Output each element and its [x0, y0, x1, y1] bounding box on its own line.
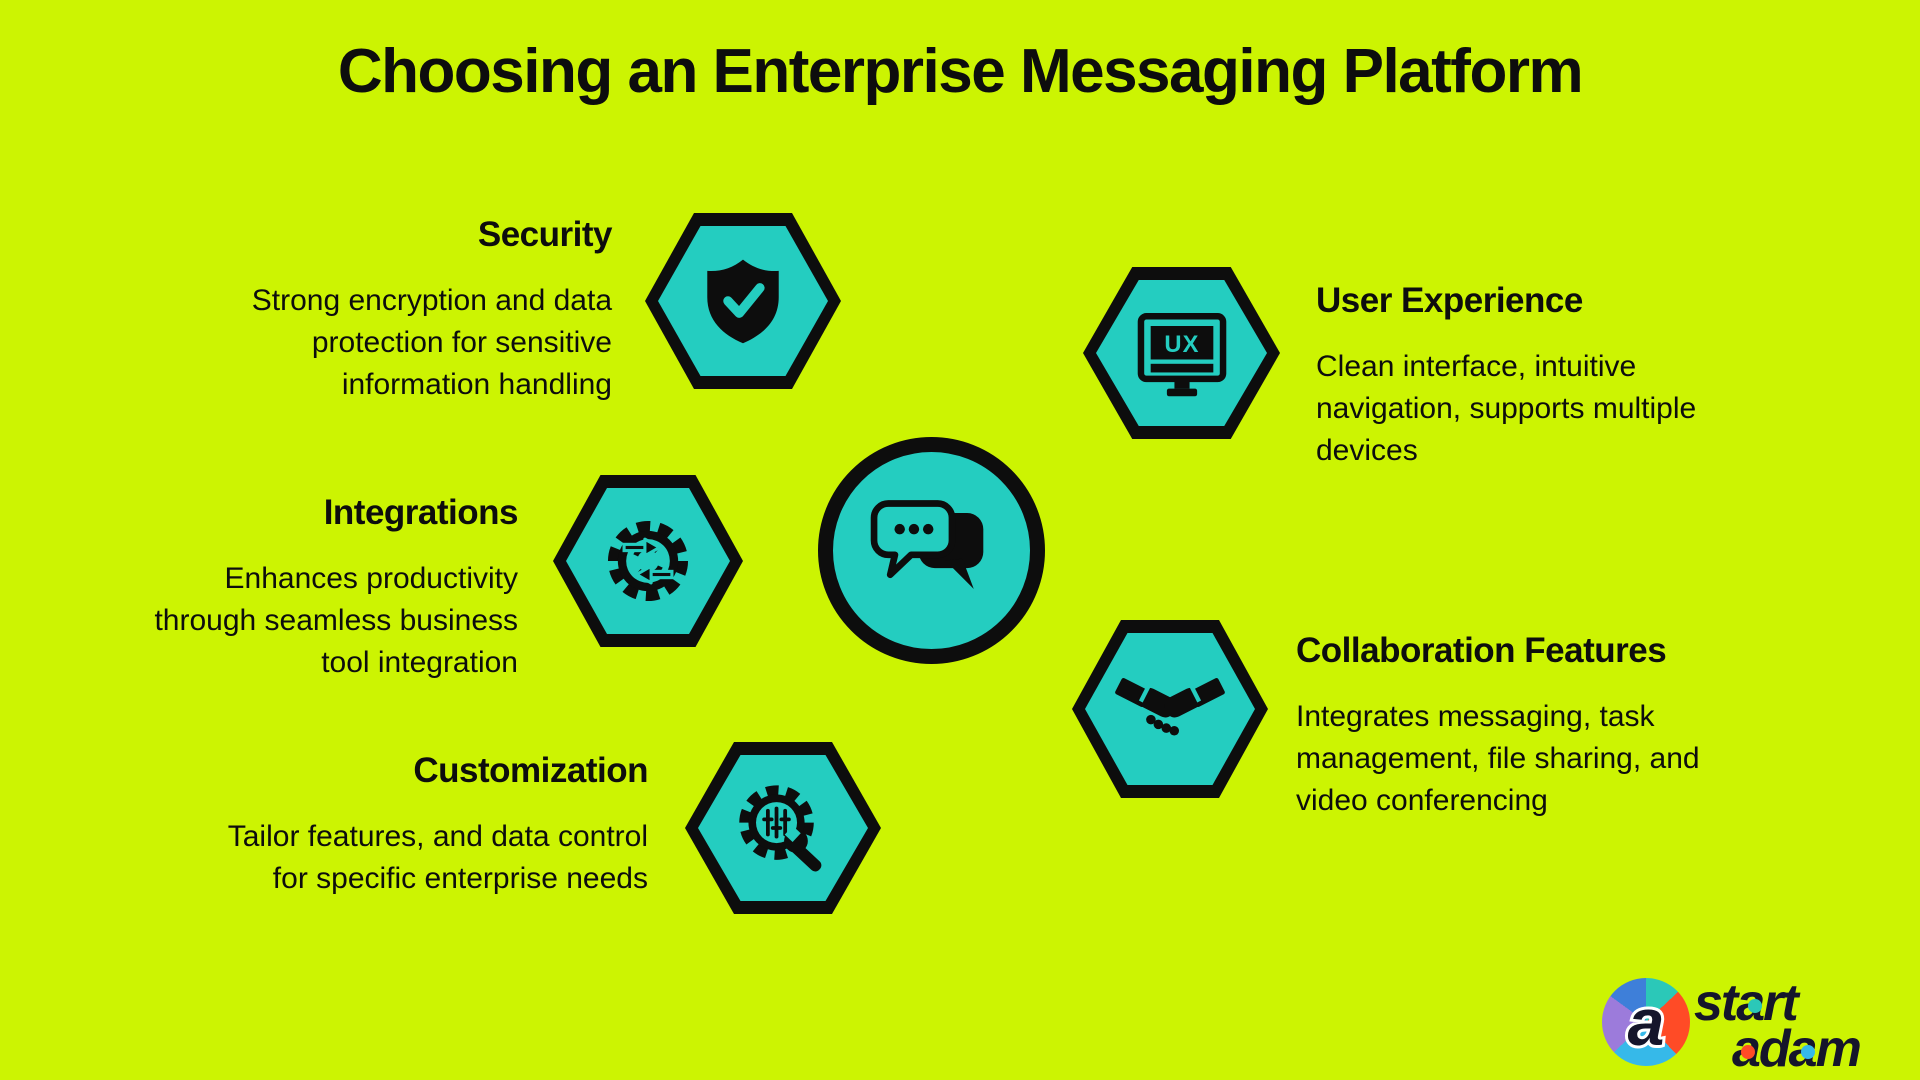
- security-description-line: information handling: [341, 368, 612, 401]
- color-wheel-icon: [1602, 978, 1690, 1066]
- integrations-hexagon: [553, 475, 743, 647]
- sync-gear-icon: [607, 520, 689, 602]
- user-experience-description: Clean interface, intuitive navigation, s…: [1316, 346, 1696, 472]
- wordmark-dot-teal: [1748, 999, 1762, 1013]
- collaboration-description: Integrates messaging, task management, f…: [1296, 696, 1700, 822]
- section-integrations: Integrations Enhances productivity throu…: [154, 492, 518, 684]
- user-experience-description-line: devices: [1316, 434, 1418, 467]
- integrations-description-line: Enhances productivity: [224, 562, 519, 595]
- integrations-description: Enhances productivity through seamless b…: [154, 558, 518, 684]
- security-description-line: protection for sensitive: [311, 326, 612, 359]
- section-user-experience: User Experience Clean interface, intuiti…: [1316, 280, 1696, 472]
- customization-title: Customization: [413, 751, 648, 790]
- section-collaboration: Collaboration Features Integrates messag…: [1296, 630, 1700, 822]
- page-title: Choosing an Enterprise Messaging Platfor…: [337, 37, 1584, 106]
- security-description-line: Strong encryption and data: [251, 284, 612, 317]
- startadam-wordmark-text: start adam: [1694, 974, 1863, 1078]
- customization-hexagon: [685, 742, 881, 914]
- integrations-description-line: through seamless business: [154, 604, 518, 637]
- collaboration-hexagon: [1072, 620, 1268, 798]
- user-experience-description-line: navigation, supports multiple: [1316, 392, 1697, 425]
- logo-letter-a: a: [1625, 982, 1668, 1062]
- user-experience-hexagon: UX: [1083, 267, 1280, 439]
- security-title: Security: [477, 215, 613, 254]
- shield-check-icon: [707, 259, 779, 344]
- wordmark-adam: adam: [1732, 1020, 1861, 1070]
- user-experience-title: User Experience: [1316, 281, 1583, 320]
- collaboration-title: Collaboration Features: [1296, 631, 1667, 670]
- integrations-title: Integrations: [323, 493, 519, 532]
- collaboration-description-line: Integrates messaging, task: [1296, 700, 1655, 733]
- settings-wrench-icon: [739, 785, 822, 872]
- startadam-wordmark: start adam: [1692, 974, 1888, 1078]
- center-chat-badge: [818, 437, 1045, 664]
- startadam-logo: a start adam: [1602, 974, 1888, 1078]
- customization-description: Tailor features, and data control for sp…: [228, 816, 648, 900]
- collaboration-description-line: video conferencing: [1296, 784, 1548, 817]
- security-hexagon: [645, 213, 841, 389]
- ux-icon-label: UX: [1164, 331, 1199, 358]
- logo-letter: a: [1628, 985, 1665, 1059]
- customization-description-line: for specific enterprise needs: [272, 862, 648, 895]
- ux-monitor-icon: UX: [1137, 313, 1226, 397]
- security-description: Strong encryption and data protection fo…: [252, 280, 612, 406]
- handshake-icon: [1115, 677, 1225, 736]
- wordmark-dot-orange: [1741, 1045, 1755, 1059]
- section-security: Security Strong encryption and data prot…: [252, 214, 613, 406]
- collaboration-description-line: management, file sharing, and: [1296, 742, 1700, 775]
- section-customization: Customization Tailor features, and data …: [228, 750, 649, 900]
- customization-description-line: Tailor features, and data control: [227, 820, 648, 853]
- wordmark-dot-cyan: [1801, 1045, 1815, 1059]
- chat-bubbles-icon: [870, 499, 983, 589]
- user-experience-description-line: Clean interface, intuitive: [1316, 350, 1637, 383]
- startadam-logo-mark: a: [1602, 978, 1690, 1066]
- integrations-description-line: tool integration: [321, 646, 518, 679]
